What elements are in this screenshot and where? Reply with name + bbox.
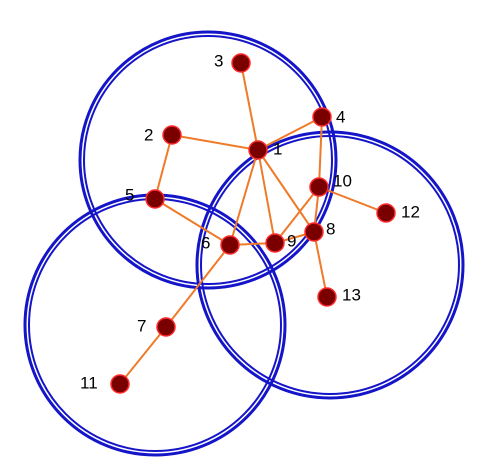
node-label-6: 6: [201, 233, 210, 252]
edge-layer: [119, 62, 387, 385]
node-label-5: 5: [125, 185, 134, 204]
node-label-9: 9: [287, 231, 296, 250]
edge-5-6: [154, 198, 231, 246]
node-label-10: 10: [333, 171, 352, 190]
node-7: [156, 317, 176, 337]
edge-1-6: [229, 149, 259, 246]
edge-1-2: [171, 134, 259, 151]
node-9: [265, 233, 285, 253]
node-5: [145, 189, 165, 209]
community-circle-2-inner: [200, 135, 460, 395]
node-12: [376, 203, 396, 223]
edge-1-3: [240, 62, 259, 151]
node-label-7: 7: [137, 316, 146, 335]
edge-10-12: [318, 186, 387, 214]
node-label-2: 2: [144, 125, 153, 144]
node-label-11: 11: [80, 373, 98, 392]
node-8: [304, 222, 324, 242]
node-2: [162, 125, 182, 145]
edge-1-9: [257, 149, 276, 244]
community-circle-1-outer: [78, 30, 338, 290]
node-4: [312, 107, 332, 127]
node-label-8: 8: [326, 219, 335, 238]
node-label-13: 13: [342, 285, 361, 304]
node-label-12: 12: [401, 202, 420, 221]
edge-4-10: [318, 116, 323, 188]
node-1: [248, 140, 268, 160]
community-circle-1-inner: [83, 35, 333, 285]
edge-9-10: [274, 186, 320, 244]
edge-2-5: [154, 134, 173, 200]
node-label-4: 4: [336, 107, 345, 126]
node-6: [220, 235, 240, 255]
edge-6-7: [165, 244, 231, 328]
node-label-1: 1: [273, 139, 282, 158]
edge-1-4: [257, 116, 323, 151]
node-layer: [110, 53, 396, 394]
node-11: [110, 374, 130, 394]
community-circle-3-outer: [23, 193, 287, 457]
edge-7-11: [119, 326, 167, 385]
node-10: [309, 177, 329, 197]
edge-1-8: [257, 149, 315, 233]
node-3: [231, 53, 251, 73]
community-circle-3-inner: [28, 198, 282, 452]
node-13: [317, 287, 337, 307]
node-label-3: 3: [214, 51, 223, 70]
edge-8-13: [313, 231, 328, 298]
community-circle-2-outer: [195, 130, 465, 400]
